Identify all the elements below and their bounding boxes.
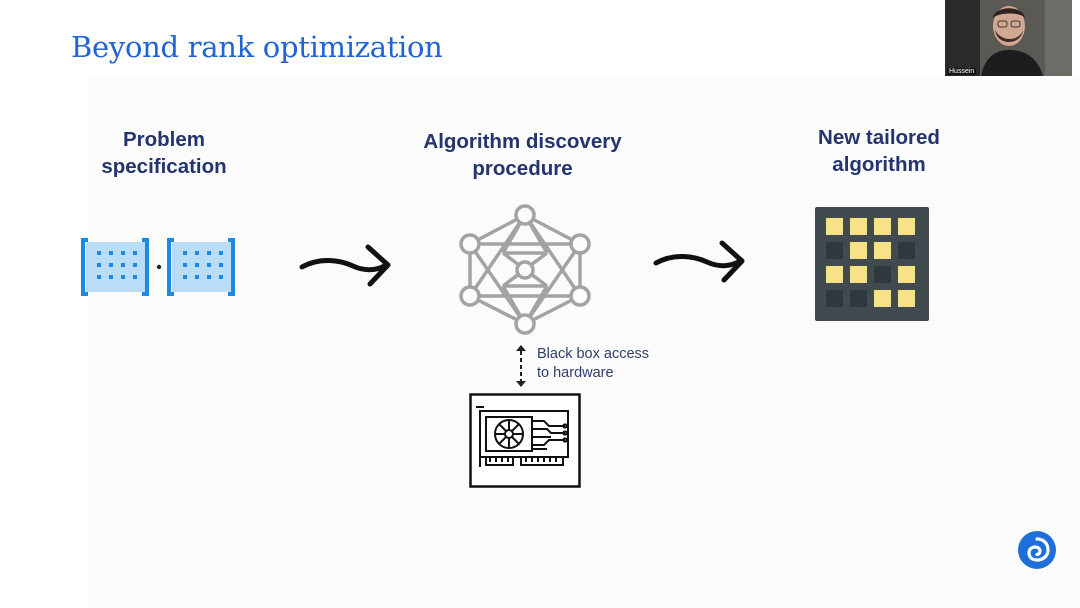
webcam-participant-name: Hussein: [947, 68, 977, 75]
grid-cell: [898, 290, 915, 307]
matrix-icon: [167, 238, 235, 296]
gpu-card-icon: [469, 393, 581, 488]
grid-algorithm-icon: [815, 207, 929, 321]
deepmind-logo-icon: [1018, 531, 1056, 569]
slide-title: Beyond rank optimization: [71, 30, 443, 64]
grid-cell: [850, 218, 867, 235]
stage-label-algorithm-discovery: Algorithm discovery procedure: [395, 128, 650, 182]
grid-cell: [874, 218, 891, 235]
grid-cell: [850, 266, 867, 283]
stage-label-line: Problem: [122, 128, 206, 151]
stage-label-line: procedure: [472, 157, 573, 180]
hardware-note-line: to hardware: [537, 365, 614, 381]
grid-cell: [850, 242, 867, 259]
double-arrow-icon: [516, 345, 526, 387]
grid-cell: [826, 290, 843, 307]
webcam-video-thumbnail[interactable]: Hussein: [945, 0, 1072, 76]
slide-panel: [88, 78, 1080, 608]
arrow-right-icon: [299, 244, 391, 287]
grid-cell: [874, 266, 891, 283]
stage-label-line: Algorithm discovery: [423, 130, 622, 153]
grid-cell: [826, 266, 843, 283]
grid-cell: [898, 218, 915, 235]
stage-label-line: New tailored: [818, 126, 940, 149]
grid-cell: [898, 266, 915, 283]
webcam-person-avatar: [945, 0, 1072, 76]
neural-network-icon: [459, 204, 591, 335]
dot-product-icon: [156, 264, 162, 270]
stage-label-problem-specification: Problem specification: [64, 126, 264, 180]
matrix-product-icon: [81, 238, 235, 296]
grid-cell: [874, 242, 891, 259]
grid-cell: [826, 218, 843, 235]
stage-label-line: specification: [101, 155, 227, 178]
stage-label-line: algorithm: [832, 153, 926, 176]
stage-label-new-algorithm: New tailored algorithm: [774, 124, 984, 178]
grid-cell: [874, 290, 891, 307]
grid-cell: [898, 242, 915, 259]
hardware-note-line: Black box access: [537, 346, 650, 362]
hardware-access-note: Black box access to hardware: [537, 345, 649, 383]
matrix-icon: [81, 238, 149, 296]
grid-cell: [826, 242, 843, 259]
arrow-right-icon: [653, 240, 745, 283]
grid-cell: [850, 290, 867, 307]
